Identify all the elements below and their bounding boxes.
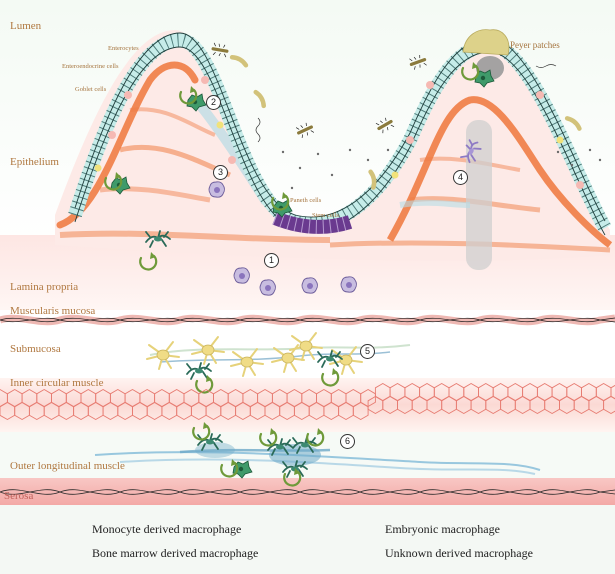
- inner-circular-muscle-region: [0, 378, 615, 432]
- muscle-cell-hexagon: [352, 401, 369, 421]
- legend-item-unknown: Unknown derived macrophage: [385, 546, 533, 561]
- marker-3: 3: [213, 165, 228, 180]
- legend-label-embryonic: Embryonic macrophage: [385, 522, 500, 536]
- enteric-ganglion: [269, 444, 321, 466]
- muscle-cell-hexagon: [603, 395, 615, 415]
- peyer-patches-label: Peyer patches: [510, 40, 560, 50]
- lumen-label: Lumen: [10, 20, 42, 32]
- epithelium-layer: [68, 32, 612, 236]
- enteroendocrine-label: Enteroendocrine cells: [62, 63, 119, 70]
- legend-label-monocyte: Monocyte derived macrophage: [92, 522, 242, 536]
- legend-item-embryonic: Embryonic macrophage: [385, 522, 500, 537]
- legend-label-bone-marrow: Bone marrow derived macrophage: [92, 546, 259, 560]
- peyer-patch-dome: [462, 29, 510, 56]
- paneth-label: Paneth cells: [290, 197, 322, 204]
- epithelium-label: Epithelium: [10, 156, 59, 168]
- serosa-label: Serosa: [4, 490, 34, 502]
- legend-label-unknown: Unknown derived macrophage: [385, 546, 533, 560]
- inner-circular-muscle-label: Inner circular muscle: [10, 377, 104, 389]
- legend: Monocyte derived macrophage Embryonic ma…: [0, 505, 615, 574]
- marker-1: 1: [264, 253, 279, 268]
- legend-item-monocyte: Monocyte derived macrophage: [92, 522, 241, 537]
- villus-core-left: [56, 61, 199, 229]
- outer-longitudinal-muscle-label: Outer longitudinal muscle: [10, 460, 125, 472]
- muscularis-mucosa-label: Muscularis mucosa: [10, 305, 96, 317]
- legend-item-bone-marrow: Bone marrow derived macrophage: [92, 546, 258, 561]
- inner-circular-muscle-mesh: [0, 382, 615, 421]
- marker-2: 2: [206, 95, 221, 110]
- submucosa-label: Submucosa: [10, 343, 61, 355]
- lamina-propria-label: Lamina propria: [10, 281, 79, 293]
- marker-6: 6: [340, 434, 355, 449]
- marker-4: 4: [453, 170, 468, 185]
- stem-label: Stem cells: [312, 212, 339, 219]
- marker-5: 5: [360, 344, 375, 359]
- goblet-label: Goblet cells: [75, 86, 107, 93]
- villus-core-right: [386, 96, 613, 248]
- enterocytes-label: Enterocytes: [108, 45, 139, 52]
